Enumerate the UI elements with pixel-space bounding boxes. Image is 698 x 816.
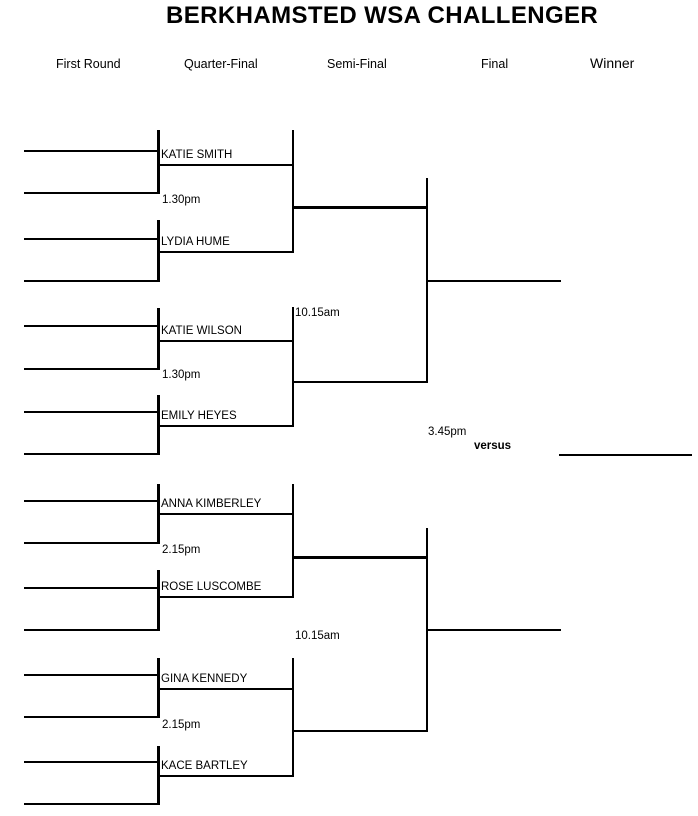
quarter-final-time: 1.30pm [162,194,201,206]
column-header-winner: Winner [590,55,635,71]
first-round-slot-line [24,629,158,631]
quarter-final-bracket-vertical [292,130,294,253]
player-name: GINA KENNEDY [161,673,248,685]
player-name: ROSE LUSCOMBE [161,581,262,593]
semi-final-line [292,206,428,209]
first-round-slot-line [24,325,158,327]
first-round-slot-line [24,411,158,413]
first-round-bracket-vertical [157,308,160,370]
semi-final-time: 10.15am [295,630,340,642]
quarter-final-name-line [159,688,294,690]
first-round-bracket-vertical [157,746,160,805]
quarter-final-name-line [159,251,294,253]
first-round-bracket-vertical [157,395,160,455]
column-header-semi-final: Semi-Final [327,57,387,71]
quarter-final-name-line [159,164,294,166]
first-round-slot-line [24,368,158,370]
final-line [426,629,561,631]
column-header-quarter-final: Quarter-Final [184,57,258,71]
player-name: EMILY HEYES [161,410,237,422]
quarter-final-name-line [159,513,294,515]
player-name: KATIE SMITH [161,149,233,161]
first-round-bracket-vertical [157,130,160,194]
quarter-final-time: 2.15pm [162,544,201,556]
first-round-bracket-vertical [157,220,160,282]
first-round-slot-line [24,192,158,194]
semi-final-time: 10.15am [295,307,340,319]
semi-final-line [292,381,428,383]
first-round-bracket-vertical [157,570,160,631]
quarter-final-name-line [159,425,294,427]
first-round-slot-line [24,674,158,676]
quarter-final-time: 2.15pm [162,719,201,731]
column-header-final: Final [481,57,509,71]
quarter-final-name-line [159,596,294,598]
versus-label: versus [474,440,512,452]
first-round-slot-line [24,542,158,544]
page-title: BERKHAMSTED WSA CHALLENGER [166,2,599,29]
quarter-final-time: 1.30pm [162,369,201,381]
quarter-final-bracket-vertical [292,307,294,427]
final-line [426,280,561,282]
player-name: KACE BARTLEY [161,760,248,772]
quarter-final-name-line [159,775,294,777]
semi-final-line [292,730,428,732]
first-round-slot-line [24,150,158,152]
first-round-bracket-vertical [157,484,160,544]
winner-line [559,454,692,456]
first-round-slot-line [24,500,158,502]
quarter-final-bracket-vertical [292,658,294,777]
first-round-slot-line [24,761,158,763]
quarter-final-name-line [159,340,294,342]
column-header-first-round: First Round [56,57,121,71]
player-name: KATIE WILSON [161,325,242,337]
first-round-slot-line [24,238,158,240]
semi-final-line [292,556,428,559]
player-name: LYDIA HUME [161,236,230,248]
first-round-slot-line [24,280,158,282]
first-round-slot-line [24,453,158,455]
quarter-final-bracket-vertical [292,484,294,598]
first-round-bracket-vertical [157,658,160,718]
player-name: ANNA KIMBERLEY [161,498,262,510]
first-round-slot-line [24,587,158,589]
final-time: 3.45pm [428,426,467,438]
first-round-slot-line [24,716,158,718]
first-round-slot-line [24,803,158,805]
